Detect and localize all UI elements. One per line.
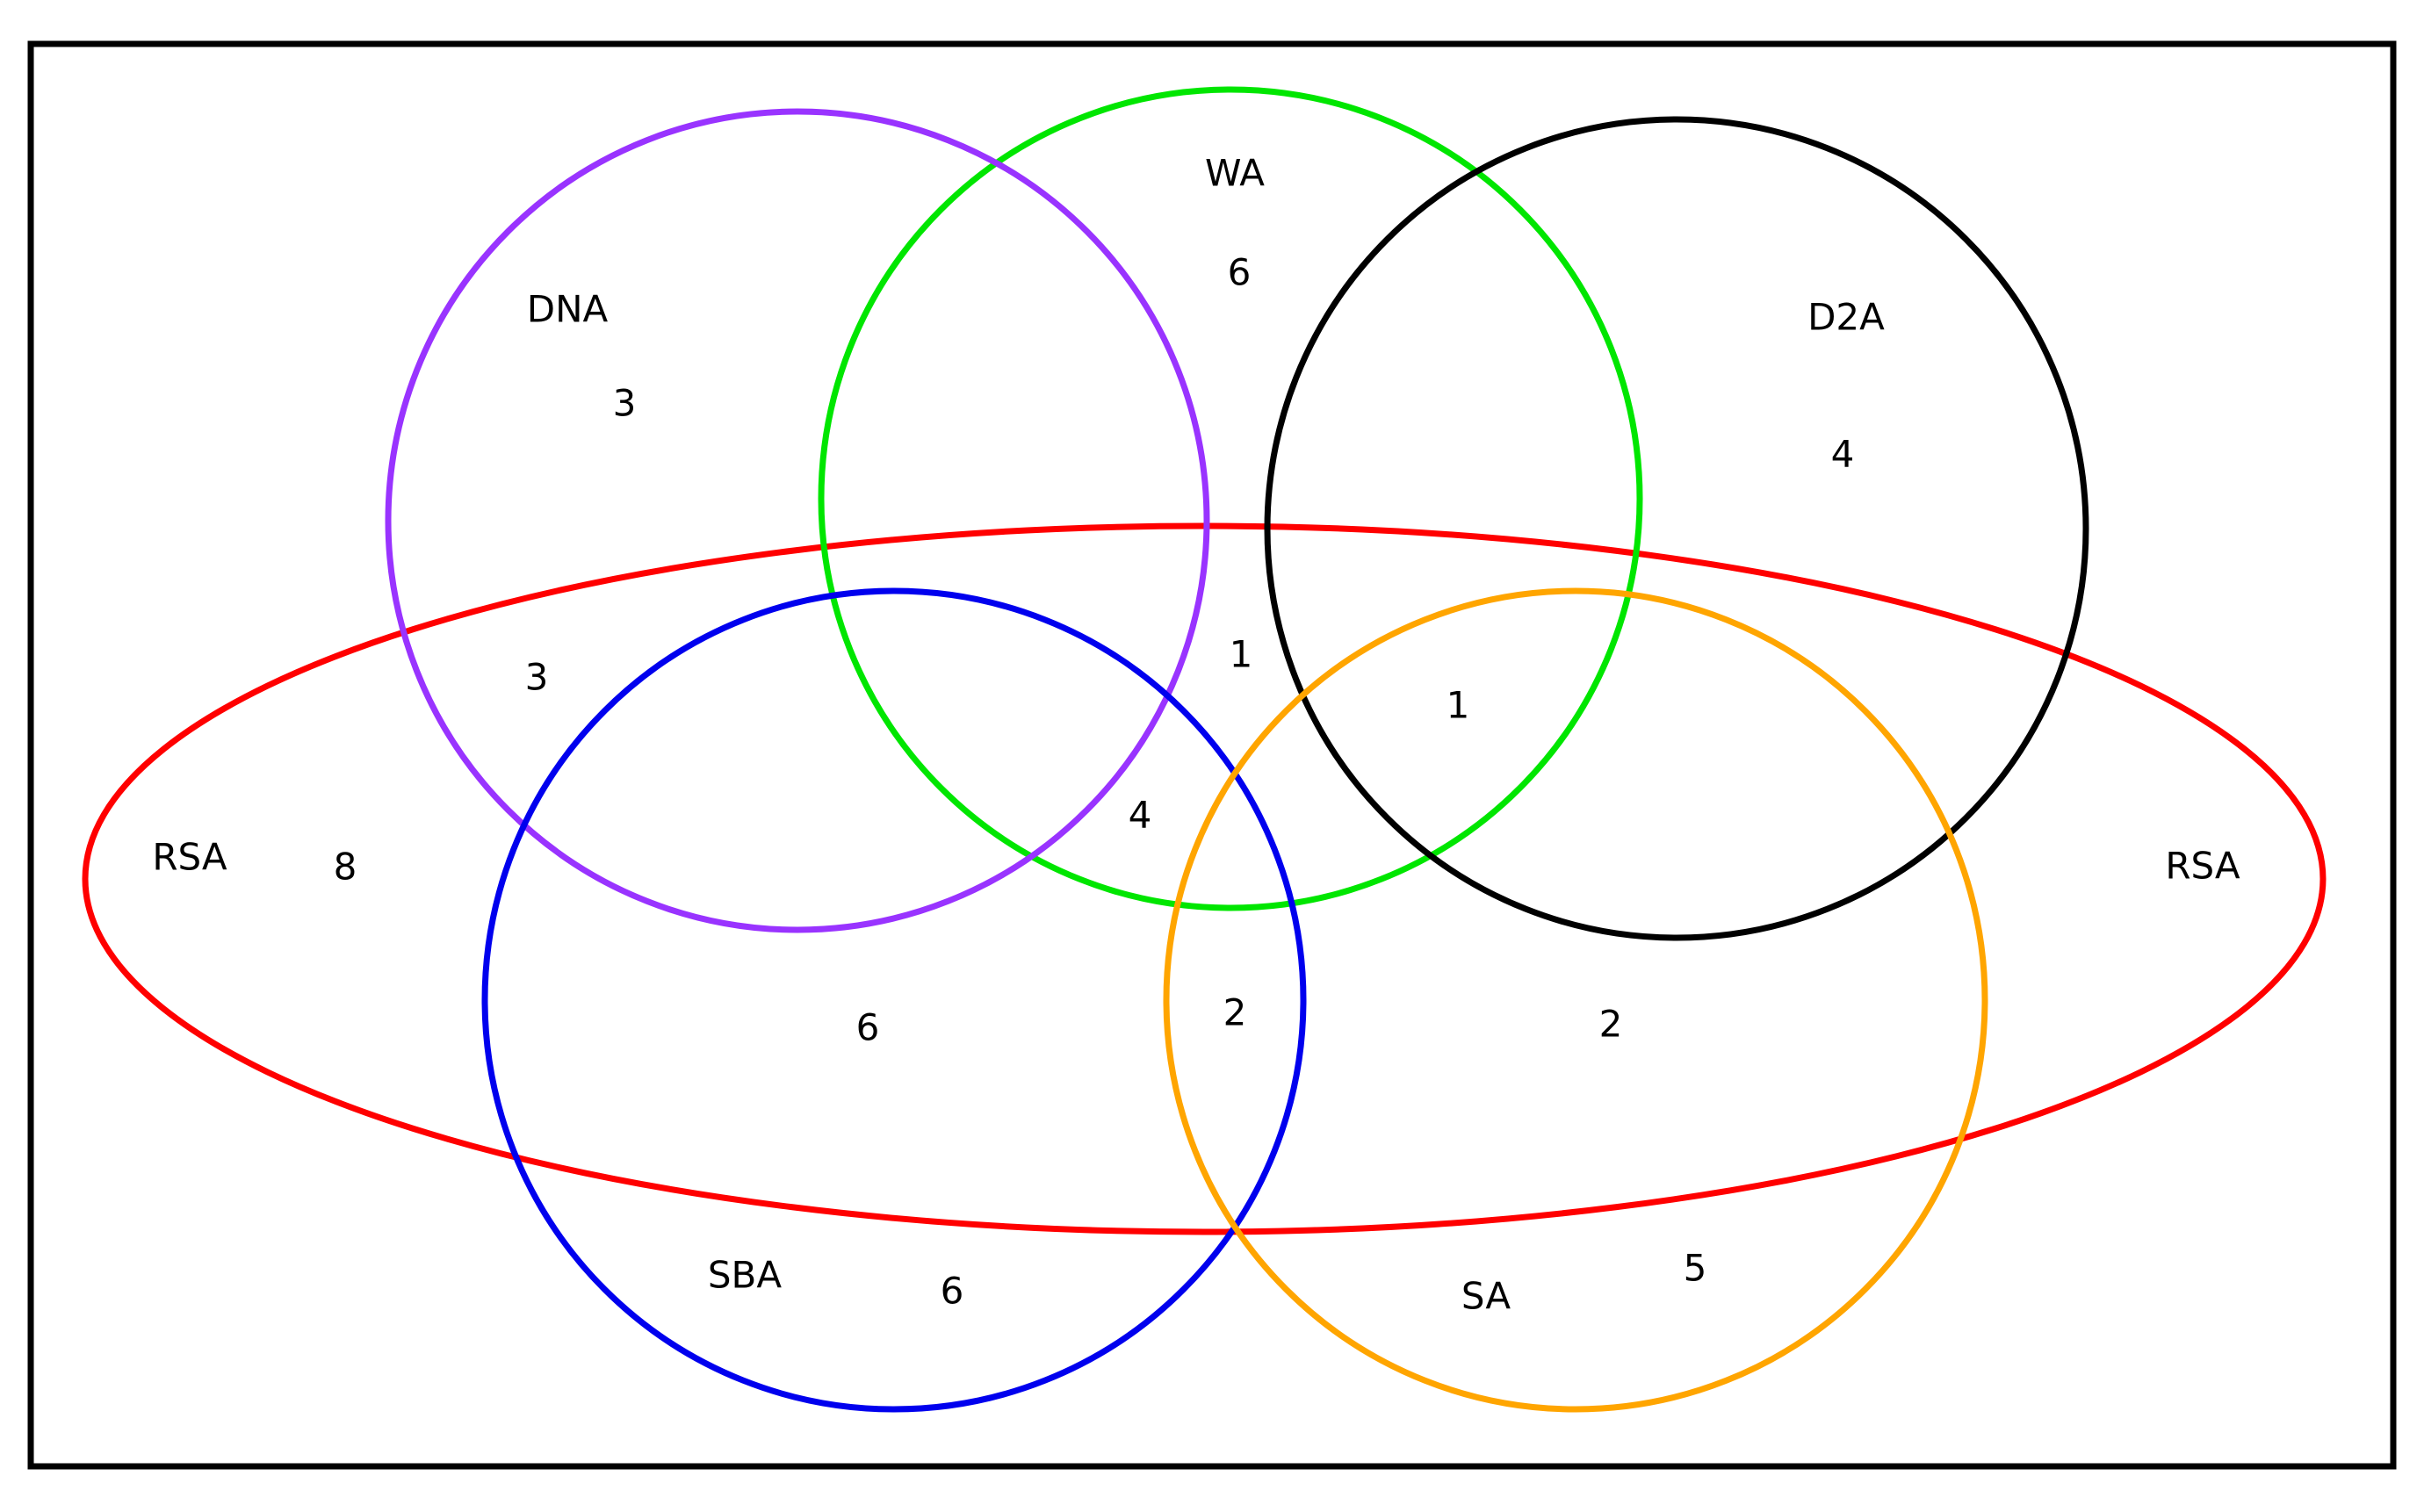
wa-circle bbox=[818, 86, 1643, 911]
count-wa-rsa: 1 bbox=[1230, 633, 1253, 676]
sa-label: SA bbox=[1461, 1275, 1511, 1318]
count-sba-only: 6 bbox=[941, 1270, 964, 1313]
wa-label: WA bbox=[1205, 152, 1265, 195]
d2a-label: D2A bbox=[1807, 296, 1885, 339]
dna-label: DNA bbox=[527, 288, 609, 331]
rsa-label-left: RSA bbox=[152, 836, 227, 879]
sba-circle bbox=[481, 587, 1307, 1413]
count-sba-rsa: 6 bbox=[856, 1006, 880, 1049]
d2a-circle bbox=[1264, 116, 2089, 941]
count-sa-only: 5 bbox=[1684, 1247, 1707, 1290]
count-dna-only: 3 bbox=[613, 382, 637, 425]
count-wa-only: 6 bbox=[1228, 251, 1252, 294]
diagram-frame bbox=[27, 40, 2397, 1470]
count-sa-rsa: 2 bbox=[1599, 1003, 1623, 1046]
dna-circle bbox=[385, 108, 1210, 933]
count-sba-sa-rsa: 2 bbox=[1223, 991, 1247, 1034]
count-wa-d2a-rsa-sa: 1 bbox=[1446, 684, 1470, 727]
rsa-ellipse bbox=[82, 522, 2327, 1235]
rsa-label-right: RSA bbox=[2165, 845, 2240, 888]
count-dna-rsa: 3 bbox=[525, 656, 549, 699]
count-rsa-only: 8 bbox=[334, 846, 357, 889]
count-d2a-only: 4 bbox=[1831, 433, 1855, 476]
sba-label: SBA bbox=[708, 1254, 782, 1297]
sa-circle bbox=[1163, 587, 1988, 1413]
count-wa-sba-rsa: 4 bbox=[1129, 794, 1152, 837]
